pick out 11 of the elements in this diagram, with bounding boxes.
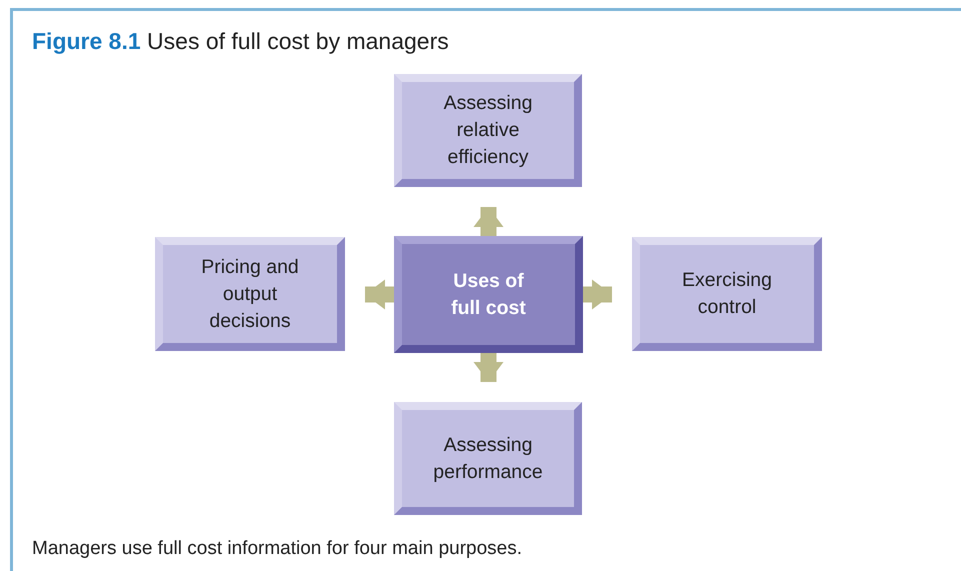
figure-title: Figure 8.1 Uses of full cost by managers — [32, 28, 449, 55]
purpose-box: Pricing and output decisions — [155, 237, 345, 351]
purpose-box: Assessing relative efficiency — [394, 74, 582, 187]
figure-caption: Managers use full cost information for four main purposes. — [32, 538, 522, 560]
block-arrow — [474, 207, 504, 236]
central-box: Uses of full cost — [394, 236, 583, 353]
block-arrow — [583, 280, 612, 310]
block-arrow — [365, 280, 394, 310]
purpose-box: Exercising control — [632, 237, 822, 351]
purpose-box: Assessing performance — [394, 402, 582, 515]
block-arrow — [474, 353, 504, 382]
